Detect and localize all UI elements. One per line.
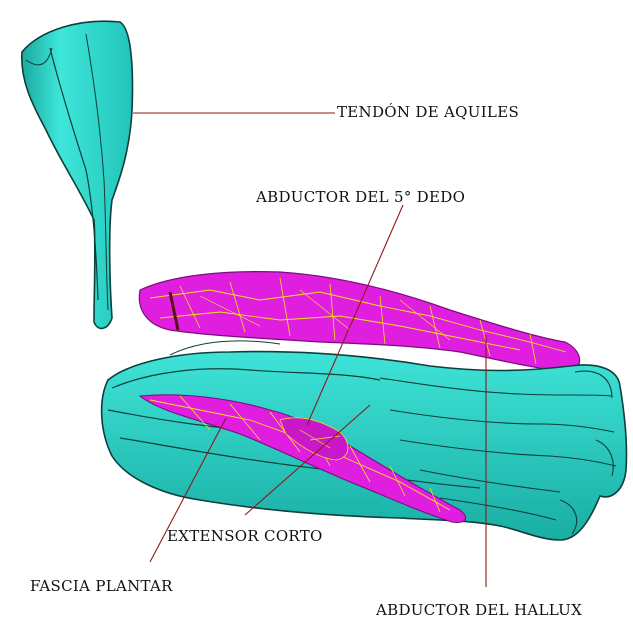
label-fascia-plantar: FASCIA PLANTAR: [30, 579, 173, 594]
label-abductor-hallux: ABDUCTOR DEL HALLUX: [376, 603, 582, 618]
label-tendon-aquiles: TENDÓN DE AQUILES: [337, 105, 519, 120]
label-abductor-5-dedo: ABDUCTOR DEL 5° DEDO: [256, 190, 465, 205]
achilles-tendon-shape: [22, 21, 133, 328]
foot-bones-shape: [102, 341, 627, 540]
label-extensor-corto: EXTENSOR CORTO: [167, 529, 323, 544]
